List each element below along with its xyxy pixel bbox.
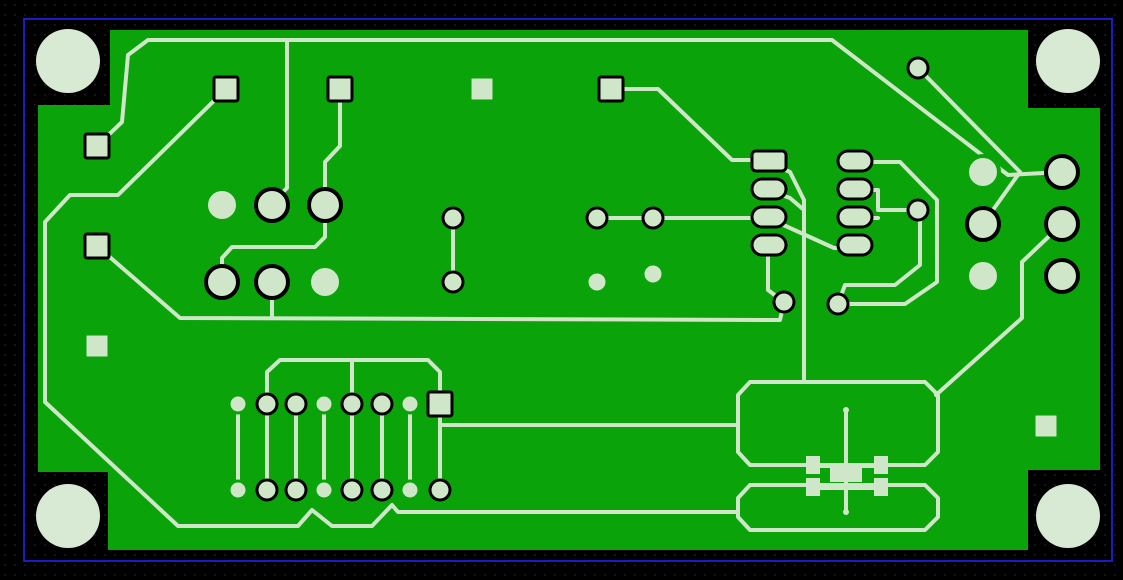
small-pad bbox=[585, 206, 609, 230]
mounting-hole-top-right bbox=[1036, 29, 1100, 93]
smd-pad bbox=[874, 478, 888, 496]
tracks bbox=[43, 38, 1064, 532]
round-pad bbox=[254, 187, 290, 223]
track bbox=[43, 87, 740, 528]
small-pad bbox=[441, 270, 465, 294]
ic-pin bbox=[836, 177, 874, 201]
board-outline bbox=[23, 18, 1113, 562]
smd-via bbox=[843, 509, 849, 515]
ic-pin bbox=[836, 149, 874, 173]
connector-pad bbox=[399, 479, 421, 501]
square-pads bbox=[83, 75, 1060, 440]
small-pad bbox=[585, 270, 609, 294]
round-pad bbox=[1044, 154, 1080, 190]
mounting-hole-bottom-left bbox=[36, 484, 100, 548]
square-pad bbox=[326, 75, 354, 103]
small-pad bbox=[906, 56, 930, 80]
connector-pad bbox=[313, 393, 335, 415]
round-pad bbox=[965, 154, 1001, 190]
track bbox=[836, 160, 939, 306]
dip-ic bbox=[750, 149, 874, 257]
connector-pad bbox=[340, 478, 364, 502]
connector-pad bbox=[370, 392, 394, 416]
smd-zone-upper bbox=[736, 380, 940, 467]
small-pad bbox=[641, 206, 665, 230]
ic-pin bbox=[750, 177, 788, 201]
mounting-hole-top-left bbox=[36, 29, 100, 93]
mounting-hole-bottom-right bbox=[1036, 484, 1100, 548]
track bbox=[95, 38, 1064, 177]
connector-pad bbox=[284, 478, 308, 502]
connector-pad bbox=[255, 392, 279, 416]
small-pad bbox=[772, 290, 796, 314]
square-pad bbox=[468, 75, 496, 103]
ic-pin bbox=[750, 205, 788, 229]
connector-pad bbox=[227, 479, 249, 501]
ic-pin bbox=[750, 233, 788, 257]
square-pad bbox=[83, 232, 111, 260]
round-pad bbox=[307, 187, 343, 223]
connector-pad bbox=[370, 478, 394, 502]
small-pad bbox=[826, 292, 850, 316]
round-pad bbox=[1044, 258, 1080, 294]
track bbox=[220, 201, 327, 284]
copper-pour bbox=[38, 30, 1100, 550]
small-pad bbox=[441, 206, 465, 230]
ic-pin bbox=[836, 233, 874, 257]
smd-pad bbox=[806, 478, 820, 496]
smd-pad bbox=[874, 456, 888, 474]
small-pad bbox=[906, 198, 930, 222]
smd-zone-lower bbox=[736, 483, 940, 532]
round-pad bbox=[307, 264, 343, 300]
square-pad bbox=[1032, 412, 1060, 440]
square-pad bbox=[597, 75, 625, 103]
mounting-holes bbox=[36, 29, 1100, 548]
square-pad bbox=[212, 75, 240, 103]
round-pad bbox=[204, 187, 240, 223]
connector-pad bbox=[340, 392, 364, 416]
connector-pad bbox=[227, 393, 249, 415]
connector-pad bbox=[428, 478, 452, 502]
small-pads bbox=[441, 56, 930, 316]
connector-pad bbox=[284, 392, 308, 416]
smd-component bbox=[806, 407, 888, 515]
smd-via bbox=[843, 407, 849, 413]
ic-pin-1 bbox=[750, 149, 788, 173]
square-pad bbox=[426, 390, 454, 418]
round-pad bbox=[254, 264, 290, 300]
smd-pad bbox=[806, 456, 820, 474]
round-pad bbox=[1044, 206, 1080, 242]
track bbox=[323, 87, 342, 205]
round-pad bbox=[204, 264, 240, 300]
square-pad bbox=[83, 332, 111, 360]
ic-pin bbox=[836, 205, 874, 229]
connector-pad bbox=[255, 478, 279, 502]
small-pad bbox=[641, 262, 665, 286]
track bbox=[916, 66, 1022, 174]
connector-pad bbox=[313, 479, 335, 501]
smd-pad bbox=[830, 466, 862, 482]
square-pad bbox=[83, 132, 111, 160]
round-pad bbox=[965, 258, 1001, 294]
connector-pads bbox=[227, 392, 452, 502]
track bbox=[934, 222, 1064, 397]
track bbox=[836, 208, 922, 306]
round-pads bbox=[204, 154, 1080, 300]
connector-pad bbox=[399, 393, 421, 415]
round-pad bbox=[965, 206, 1001, 242]
